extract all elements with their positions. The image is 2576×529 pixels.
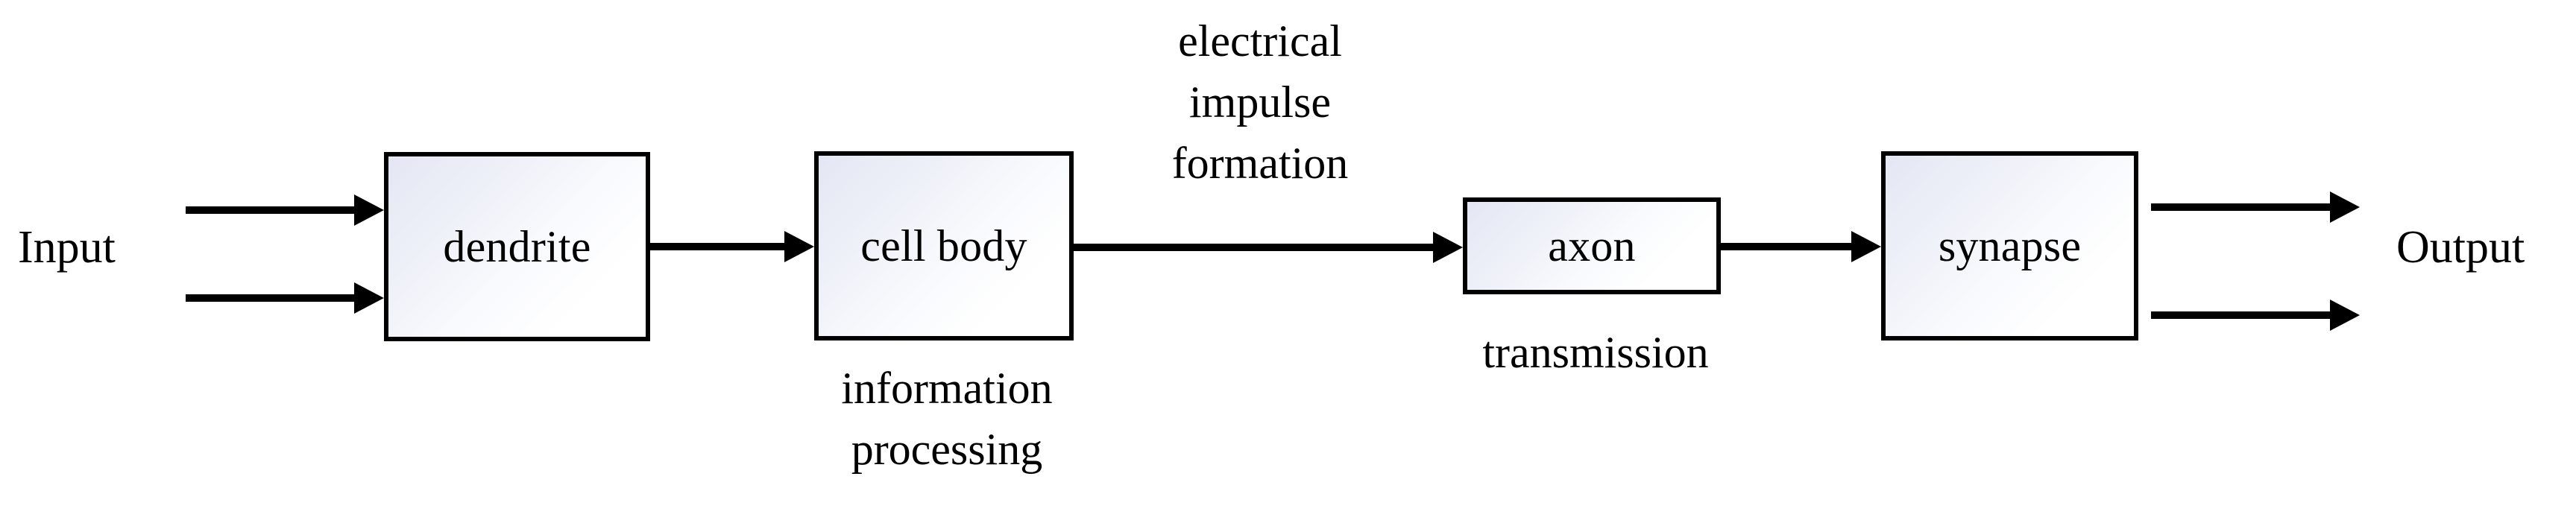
caption-information-processing: information processing xyxy=(841,364,1053,474)
block-dendrite[interactable]: dendrite xyxy=(384,152,650,341)
caption-electrical-impulse-formation: electrical impulse formation xyxy=(1171,16,1349,188)
arrow-head xyxy=(1433,232,1463,263)
output-label: Output xyxy=(2396,222,2525,273)
arrow-head xyxy=(2330,191,2360,223)
block-synapse[interactable]: synapse xyxy=(1881,151,2138,340)
block-axon-label: axon xyxy=(1548,221,1636,270)
arrow-head xyxy=(1851,231,1881,262)
arrow-shaft xyxy=(1721,243,1851,250)
arrow-shaft xyxy=(650,243,784,250)
arrow-shaft xyxy=(2151,311,2330,319)
arrow-head xyxy=(784,231,814,262)
block-dendrite-label: dendrite xyxy=(443,222,591,271)
block-axon[interactable]: axon xyxy=(1463,197,1721,294)
block-cell-body-label: cell body xyxy=(860,221,1027,270)
arrow-head xyxy=(354,194,384,226)
arrow-shaft xyxy=(2151,203,2330,211)
caption-transmission: transmission xyxy=(1482,328,1709,377)
arrow-shaft xyxy=(186,206,354,214)
arrow-shaft xyxy=(1074,244,1433,251)
block-synapse-label: synapse xyxy=(1938,221,2082,270)
arrow-shaft xyxy=(186,294,354,302)
input-label: Input xyxy=(18,222,116,273)
arrow-head xyxy=(2330,300,2360,331)
arrow-head xyxy=(354,282,384,314)
block-cell-body[interactable]: cell body xyxy=(814,151,1074,340)
